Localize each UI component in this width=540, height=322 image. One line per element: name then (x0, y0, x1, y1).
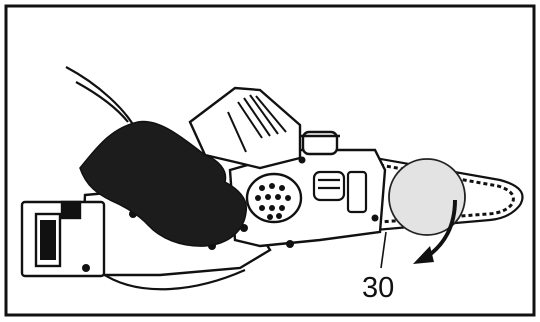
battery-icon (22, 202, 104, 276)
callout-leader (381, 232, 386, 268)
callout-label: 30 (362, 272, 394, 304)
vent-grille (247, 174, 301, 222)
